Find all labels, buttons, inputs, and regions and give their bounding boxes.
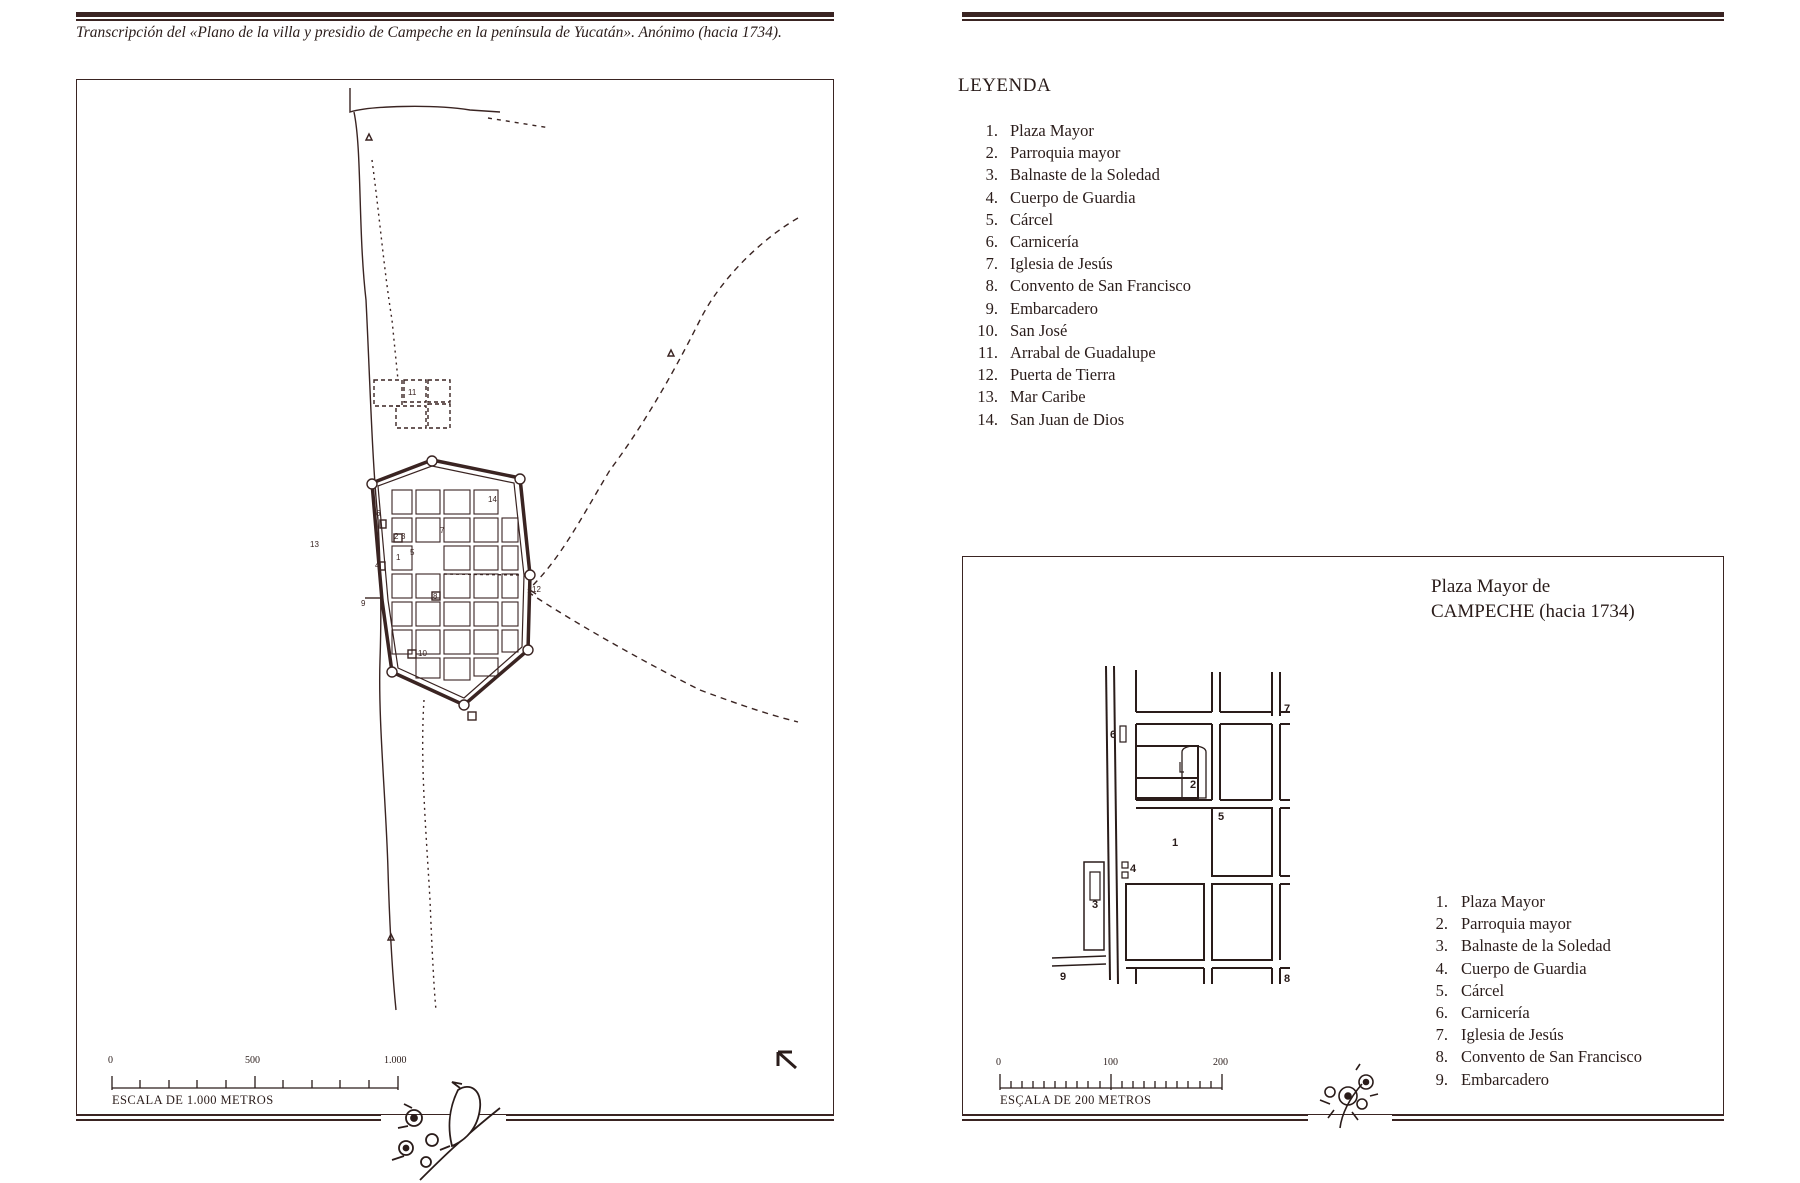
bottom-rule-right-c	[1392, 1114, 1724, 1116]
map-label-5: 5	[410, 548, 415, 557]
map-label-2: 2	[394, 532, 399, 541]
legend-list: 1.Plaza Mayor 2.Parroquia mayor 3.Balnas…	[958, 120, 1191, 431]
inset-title-line2: CAMPECHE (hacia 1734)	[1431, 601, 1635, 622]
flower-ornament-icon	[1319, 1063, 1379, 1129]
top-rule-right-thin	[962, 19, 1724, 21]
legend-item: 1.Plaza Mayor	[985, 121, 1094, 140]
map-label-4: 4	[375, 561, 380, 570]
inset-title: Plaza Mayor de CAMPECHE (hacia 1734)	[1431, 574, 1635, 624]
inset-label-6: 6	[1110, 729, 1116, 741]
inset-legend-item: 9.Embarcadero	[1435, 1069, 1549, 1089]
inset-label-4: 4	[1130, 863, 1137, 875]
map-label-1: 1	[396, 553, 401, 562]
inset-label-2: 2	[1190, 779, 1196, 791]
bottom-rule-left-a	[76, 1114, 381, 1116]
legend-item: 5.Cárcel	[985, 209, 1054, 229]
map-label-10: 10	[418, 649, 427, 658]
legend-item: 4.Cuerpo de Guardia	[985, 187, 1136, 207]
inset-label-9: 9	[1060, 971, 1066, 983]
top-rule-left-thin	[76, 19, 834, 21]
inset-scale-label: ESÇALA DE 200 METROS	[1000, 1093, 1152, 1107]
main-scale-bar	[111, 1076, 399, 1090]
inset-legend-item: 3.Balnaste de la Soledad	[1435, 936, 1611, 956]
inset-legend-item: 1.Plaza Mayor	[1435, 892, 1545, 911]
main-scale-tick-1000: 1.000	[384, 1055, 407, 1066]
inset-label-7: 7	[1284, 703, 1290, 715]
inset-legend-list: 1.Plaza Mayor 2.Parroquia mayor 3.Balnas…	[1426, 891, 1642, 1091]
map-caption: Transcripción del «Plano de la villa y p…	[76, 24, 782, 41]
inset-label-5: 5	[1218, 811, 1224, 823]
main-scale-tick-0: 0	[108, 1055, 113, 1066]
legend-item: 8.Convento de San Francisco	[985, 276, 1192, 296]
map-label-13: 13	[310, 540, 319, 549]
bottom-rule-right-b	[962, 1119, 1308, 1121]
inset-title-line1: Plaza Mayor de	[1431, 576, 1551, 597]
inset-legend-item: 7.Iglesia de Jesús	[1435, 1025, 1564, 1045]
inset-legend-item: 5.Cárcel	[1435, 980, 1505, 1000]
legend-item: 9.Embarcadero	[985, 298, 1098, 318]
legend-item: 11.Arrabal de Guadalupe	[977, 343, 1156, 363]
inset-label-1: 1	[1172, 837, 1178, 849]
map-label-3: 3	[401, 532, 406, 541]
top-rule-left	[76, 12, 834, 17]
inset-scale-tick-100: 100	[1103, 1057, 1118, 1068]
bottom-rule-left-c	[506, 1114, 834, 1116]
legend-item: 14.San Juan de Dios	[977, 409, 1125, 429]
legend-item: 3.Balnaste de la Soledad	[985, 165, 1160, 185]
map-label-11: 11	[408, 388, 417, 397]
bottom-rule-right-d	[1392, 1119, 1724, 1121]
legend-item: 2.Parroquia mayor	[985, 143, 1121, 163]
map-label-6: 6	[376, 509, 381, 518]
inset-scale-tick-200: 200	[1213, 1057, 1228, 1068]
map-label-12: 12	[532, 585, 541, 594]
main-scale-tick-500: 500	[245, 1055, 260, 1066]
bottom-rule-left-b	[76, 1119, 381, 1121]
map-label-9: 9	[361, 599, 366, 608]
inset-legend-item: 6.Carnicería	[1435, 1003, 1530, 1023]
main-map: 1 2 3 4 5 6 7 8 9 10 11 12 13 14	[111, 88, 799, 1181]
main-scale-label: ESCALA DE 1.000 METROS	[112, 1093, 274, 1107]
inset-scale-tick-0: 0	[996, 1057, 1001, 1068]
inset-legend-item: 4.Cuerpo de Guardia	[1435, 958, 1587, 978]
inset-label-3: 3	[1092, 899, 1098, 911]
legend-item: 13.Mar Caribe	[977, 387, 1086, 407]
legend-title: LEYENDA	[958, 75, 1052, 96]
top-rule-right	[962, 12, 1724, 17]
legend-item: 7.Iglesia de Jesús	[985, 254, 1113, 274]
bird-flower-ornament-icon	[391, 1081, 501, 1181]
north-arrow-icon	[776, 1050, 797, 1070]
map-label-14: 14	[488, 495, 497, 504]
inset-legend-item: 8.Convento de San Francisco	[1435, 1047, 1643, 1067]
inset-scale-bar	[999, 1074, 1223, 1090]
legend-item: 12.Puerta de Tierra	[977, 365, 1116, 385]
legend-item: 6.Carnicería	[985, 232, 1079, 252]
inset-label-8: 8	[1284, 973, 1290, 985]
bottom-rule-left-d	[506, 1119, 834, 1121]
legend-item: 10.San José	[977, 320, 1068, 340]
map-label-7: 7	[440, 526, 445, 535]
inset-legend-item: 2.Parroquia mayor	[1435, 914, 1572, 934]
map-label-8: 8	[433, 592, 438, 601]
bottom-rule-right-a	[962, 1114, 1308, 1116]
